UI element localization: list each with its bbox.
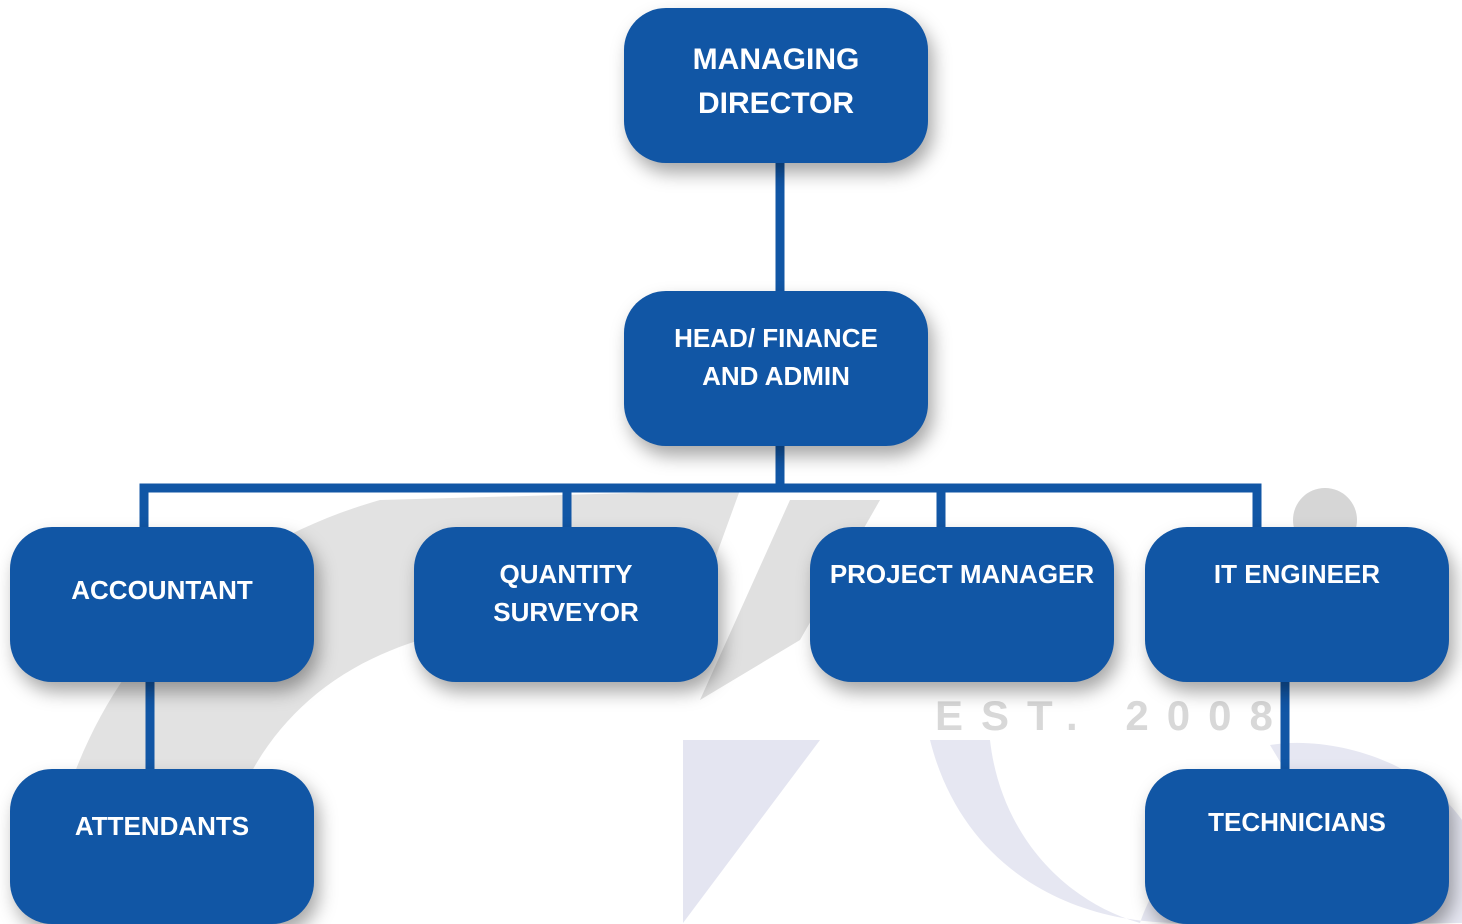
technicians-label: TECHNICIANS — [1208, 807, 1386, 837]
project-manager-box: PROJECT MANAGER — [810, 527, 1114, 682]
project-manager-label: PROJECT MANAGER — [829, 559, 1095, 589]
attendants-box: ATTENDANTS — [10, 769, 314, 924]
attendants-label: ATTENDANTS — [74, 811, 250, 841]
watermark-slash-shape — [683, 740, 820, 923]
managing-director-box: MANAGING DIRECTOR — [624, 8, 928, 163]
head-finance-admin-label: HEAD/ FINANCE AND ADMIN — [674, 323, 878, 391]
head-finance-admin-box: HEAD/ FINANCE AND ADMIN — [624, 291, 928, 446]
it-engineer-box: IT ENGINEER — [1145, 527, 1449, 682]
watermark-est-text: EST. 2008 — [935, 692, 1291, 739]
it-engineer-label: IT ENGINEER — [1213, 559, 1381, 589]
managing-director-label: MANAGING DIRECTOR — [692, 43, 860, 120]
accountant-box: ACCOUNTANT — [10, 527, 314, 682]
quantity-surveyor-label: QUANTITY SURVEYOR — [493, 559, 639, 627]
technicians-box: TECHNICIANS — [1145, 769, 1449, 924]
quantity-surveyor-box: QUANTITY SURVEYOR — [414, 527, 718, 682]
accountant-label: ACCOUNTANT — [71, 575, 253, 605]
